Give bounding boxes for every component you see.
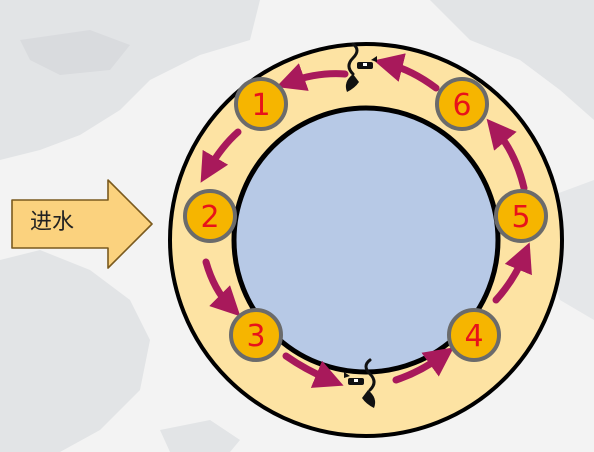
station-1-label: 1 xyxy=(251,88,270,123)
station-4: 4 xyxy=(447,308,501,362)
station-6-label: 6 xyxy=(452,88,471,123)
flow-arrows xyxy=(200,53,532,388)
station-3-label: 3 xyxy=(246,319,265,354)
flow-arrow-6-to-fant xyxy=(373,53,440,92)
inflow-label: 进水 xyxy=(30,210,75,235)
fan-top-icon xyxy=(345,42,377,92)
fan-bottom-icon xyxy=(344,358,376,408)
inflow-arrow xyxy=(11,179,153,269)
station-1: 1 xyxy=(234,77,288,131)
flow-arrow-4-to-5 xyxy=(492,242,532,304)
inner-basin xyxy=(231,105,501,375)
station-5-label: 5 xyxy=(511,200,530,235)
flow-arrow-top-to-1 xyxy=(276,63,349,91)
station-6: 6 xyxy=(435,77,489,131)
flow-arrow-2-to-3 xyxy=(202,258,241,317)
flow-arrow-5-to-6 xyxy=(486,118,528,192)
station-3: 3 xyxy=(229,308,283,362)
flow-arrow-3-to-fanb xyxy=(282,352,344,388)
flow-arrow-fanb-to-4 xyxy=(392,347,454,384)
station-5: 5 xyxy=(494,189,548,243)
flow-arrow-1-to-2 xyxy=(200,128,242,183)
station-4-label: 4 xyxy=(464,319,483,354)
station-2: 2 xyxy=(183,189,237,243)
station-2-label: 2 xyxy=(200,200,219,235)
